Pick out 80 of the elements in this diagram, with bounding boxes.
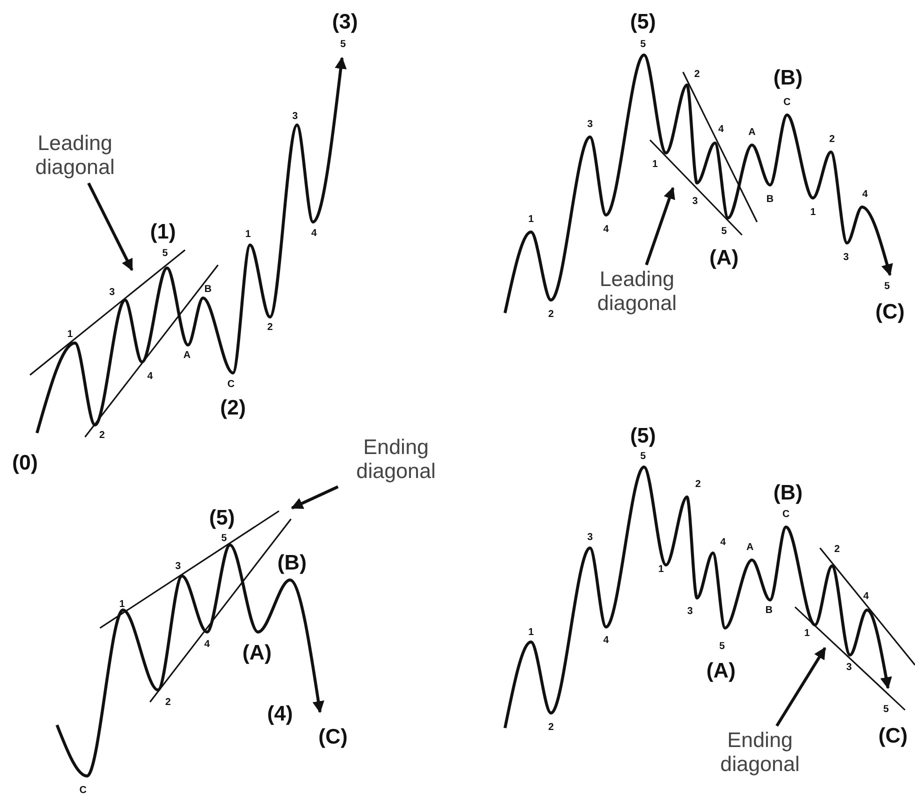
wave-count-label: 1 [67,330,73,340]
wave-count-label: B [204,285,212,295]
wave-degree-label: (5) [209,508,235,528]
wave-count-label: 2 [267,323,273,333]
callout-text: Leading diagonal [25,132,125,180]
wave-count-label: C [783,98,791,108]
wave-degree-label: (C) [318,726,348,748]
wave-count-label: 2 [548,723,554,733]
wave-degree-label: (4) [267,704,293,724]
wave-count-label: 1 [810,208,816,218]
callout-text: Leading diagonal [582,268,692,316]
pointer-arrow [87,182,134,272]
wave-degree-label: (B) [277,552,307,574]
wave-count-label: 2 [165,698,171,708]
pointer-arrow [644,186,676,266]
wave-count-label: 3 [587,120,593,130]
wave-count-label: 5 [719,642,725,652]
wave-count-label: 5 [221,534,227,544]
wave-degree-label: (B) [773,68,803,88]
wave-count-label: 3 [846,663,852,673]
wave-count-label: 2 [834,545,840,555]
wave-count-label: 5 [162,249,168,259]
callout-text: Ending diagonal [341,436,451,484]
wave-count-label: A [746,543,754,553]
wave-count-label: 3 [292,112,298,122]
pointer-arrow [776,646,826,727]
wave-count-label: 4 [311,229,317,239]
wave-count-label: 4 [863,592,869,602]
wave-count-label: 1 [652,160,658,170]
wave-count-label: A [748,128,756,138]
wave-count-label: 4 [720,538,726,548]
wave-count-label: B [765,606,773,616]
wave-degree-label: (3) [332,12,358,32]
wave-count-label: 2 [99,431,105,441]
wave-count-label: C [782,510,790,520]
wave-degree-label: (1) [150,222,176,242]
wave-count-label: 2 [829,135,835,145]
wave-count-label: 5 [883,705,889,715]
wave-count-label: 1 [245,230,251,240]
wave-count-label: 3 [587,533,593,543]
wave-count-label: 1 [658,565,664,575]
wave-degree-label: (5) [630,426,656,446]
wave-count-label: 5 [721,227,727,237]
wave-count-label: 4 [204,640,210,650]
wave-count-label: 4 [147,372,153,382]
wave-count-label: 5 [884,282,890,292]
wave-count-label: C [227,380,235,390]
wave-count-label: 5 [640,452,646,462]
wave-degree-label: (A) [706,660,736,682]
pointer-arrow [290,485,339,510]
wave-degree-label: (2) [220,398,246,418]
wave-degree-label: (5) [630,12,656,32]
wave-count-label: 4 [718,125,724,135]
wave-count-label: 1 [528,628,534,638]
wave-count-label: C [79,786,87,796]
wave-count-label: 3 [175,562,181,572]
callout-text: Ending diagonal [705,728,815,778]
wave-degree-label: (A) [242,642,272,664]
wave-count-label: A [183,351,191,361]
wave-count-label: 3 [109,288,115,298]
wave-count-label: B [766,195,774,205]
wave-degree-label: (C) [875,302,905,322]
wave-count-label: 4 [603,636,609,646]
wave-degree-label: (A) [709,248,739,268]
wave-degree-label: (0) [12,452,38,474]
wave-count-label: 2 [694,70,700,80]
wave-count-label: 3 [687,607,693,617]
wave-degree-label: (B) [773,482,803,504]
wave-count-label: 5 [640,40,646,50]
wave-degree-label: (C) [878,726,908,746]
wave-count-label: 3 [692,197,698,207]
wave-count-label: 4 [603,225,609,235]
wave-count-label: 3 [843,253,849,263]
wave-count-label: 2 [548,310,554,320]
wave-count-label: 1 [528,215,534,225]
wave-count-label: 1 [804,629,810,639]
wave-count-label: 2 [695,480,701,490]
wave-count-label: 4 [862,190,868,200]
wave-count-label: 1 [119,600,125,610]
wave-count-label: 5 [340,40,346,50]
